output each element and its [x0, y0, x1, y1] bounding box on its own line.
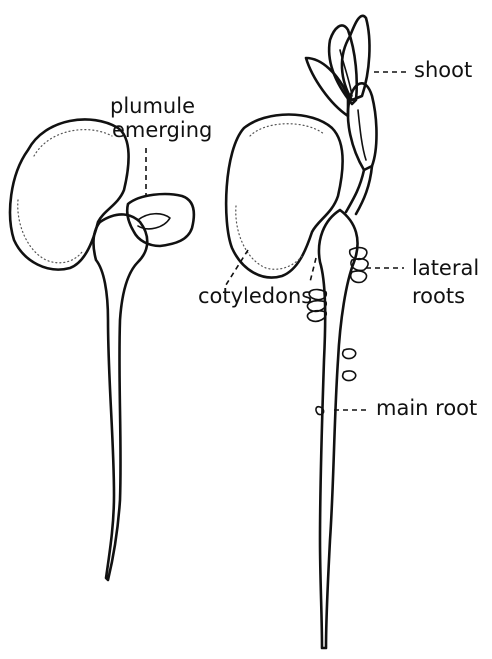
right-cotyledon-outline: [226, 115, 342, 278]
label-roots: roots: [412, 284, 465, 308]
lateral-root: [343, 371, 356, 381]
label-main-root: main root: [376, 396, 477, 420]
left-cotyledon-outline: [10, 119, 129, 269]
right-main-root: [319, 210, 358, 648]
lateral-root: [351, 271, 367, 282]
left-cotyledon-stipple: [18, 130, 112, 263]
label-plumule: plumule: [110, 94, 195, 118]
lateral-root: [343, 349, 356, 359]
label-lateral: lateral: [412, 256, 479, 280]
lateral-root: [307, 311, 326, 322]
leader-cotyledon-right: [310, 258, 316, 282]
right-cotyledon-stipple: [236, 124, 324, 270]
left-seedling: [10, 119, 194, 580]
right-seedling: [226, 16, 376, 648]
label-emerging: emerging: [112, 118, 212, 142]
left-hypocotyl: [93, 214, 147, 580]
label-shoot: shoot: [414, 58, 472, 82]
right-shoot-stem: [346, 166, 372, 214]
label-cotyledons: cotyledons: [198, 284, 312, 308]
lateral-root-cluster-lower: [307, 290, 355, 415]
